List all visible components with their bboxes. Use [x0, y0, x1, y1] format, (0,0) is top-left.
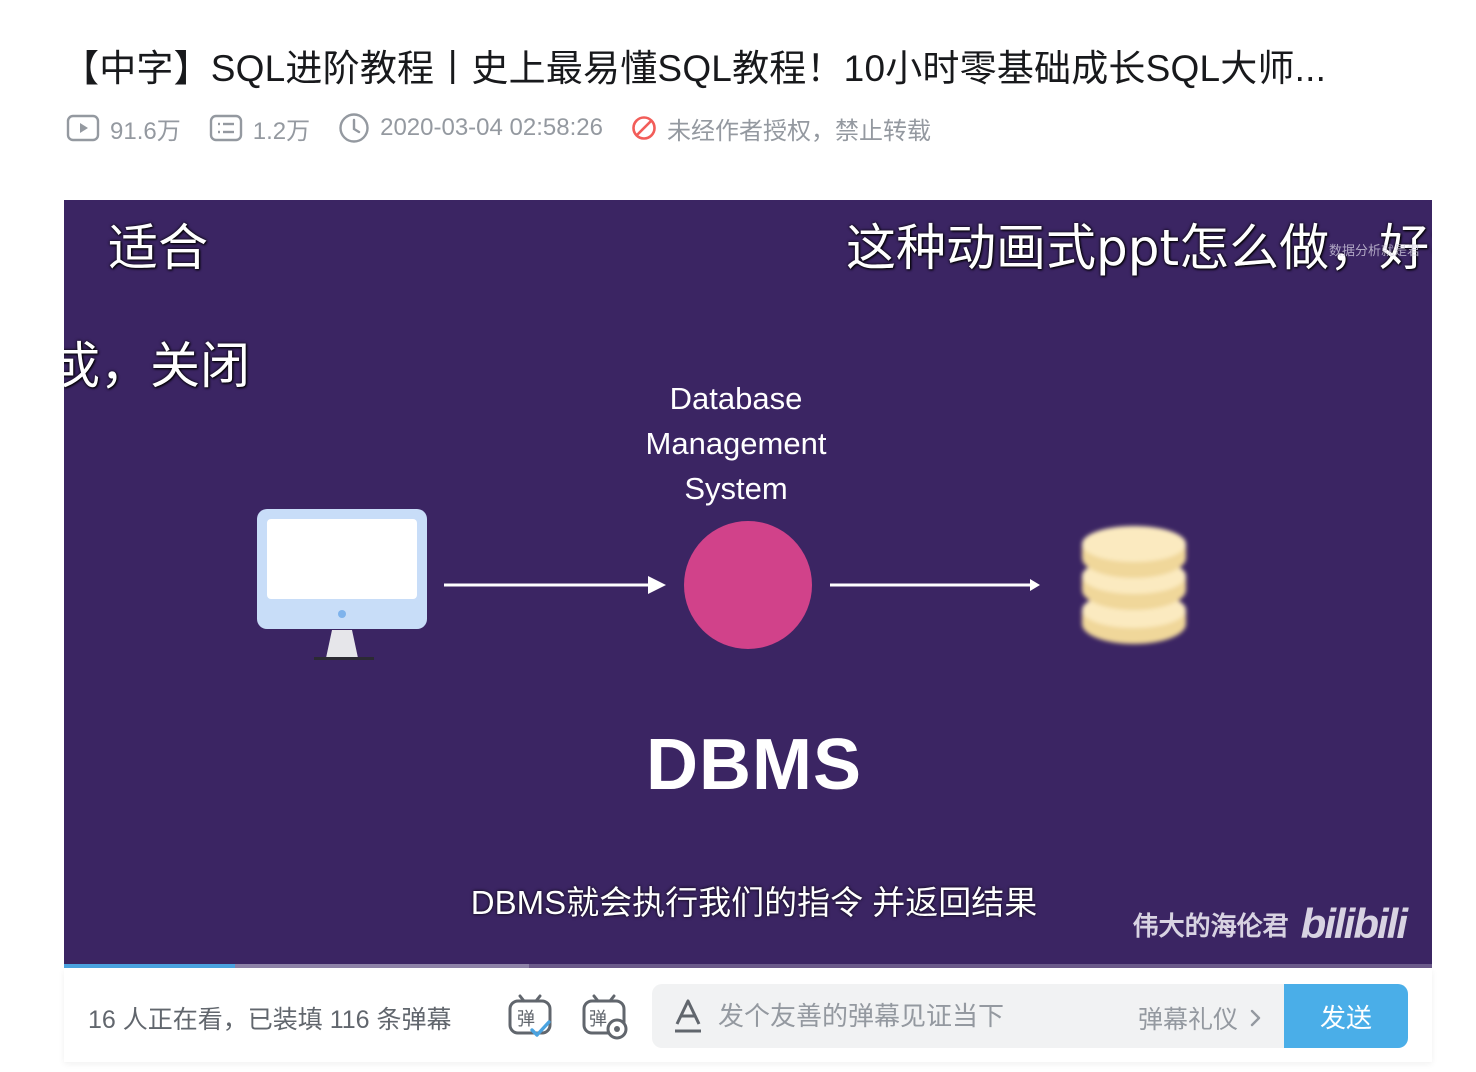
clock-icon: [339, 113, 369, 143]
danmaku-stat: 1.2万: [209, 111, 310, 146]
bilibili-logo: bilibili: [1300, 900, 1408, 947]
arrow-right-icon: [830, 579, 1040, 591]
dbms-heading: DBMS: [646, 725, 862, 805]
send-button[interactable]: 发送: [1284, 984, 1408, 1048]
chevron-right-icon: [1250, 1009, 1261, 1027]
danmaku-comment: 这种动画式ppt怎么做，好扌: [846, 219, 1432, 277]
views-count: 91.6万: [110, 117, 181, 145]
danmaku-count-icon: [209, 114, 242, 142]
computer-monitor-icon: [257, 509, 427, 660]
danmaku-comment: 适合: [108, 219, 208, 277]
video-subtitle: DBMS就会执行我们的指令 并返回结果: [470, 884, 1038, 921]
danmaku-toggle-glyph: 弹: [517, 1009, 535, 1030]
progress-played: [64, 964, 235, 968]
danmaku-comment: 戓，关闭: [64, 337, 250, 395]
watermark-author: 伟大的海伦君: [1132, 910, 1289, 941]
caption-line: System: [684, 471, 788, 506]
etiquette-label: 弹幕礼仪: [1138, 1006, 1239, 1034]
danmaku-settings-button[interactable]: 弹: [580, 992, 628, 1040]
caption-line: Management: [645, 426, 827, 461]
video-player[interactable]: 适合 这种动画式ppt怎么做，好扌 戓，关闭 数据分析就是君 Database …: [64, 200, 1432, 968]
uploader-watermark: 伟大的海伦君 bilibili: [1132, 900, 1408, 948]
publish-time-text: 2020-03-04 02:58:26: [380, 114, 603, 141]
danmaku-settings-glyph: 弹: [589, 1009, 607, 1030]
danmaku-send-bar: 16 人正在看，已装填 116 条弹幕 弹 弹 弹幕礼仪: [64, 968, 1432, 1062]
video-title: 【中字】SQL进阶教程丨史上最易懂SQL教程！10小时零基础成长SQL大师...: [62, 48, 1327, 89]
no-repost-icon: [632, 116, 656, 140]
views-stat: 91.6万: [66, 111, 181, 146]
caption-line: Database: [669, 381, 803, 416]
publish-time: 2020-03-04 02:58:26: [338, 112, 603, 144]
copyright-text: 未经作者授权，禁止转载: [666, 117, 931, 145]
danmaku-input-wrapper: 弹幕礼仪 发送: [652, 984, 1408, 1048]
play-count-icon: [66, 114, 100, 142]
dbms-caption: Database Management System: [584, 376, 888, 511]
watching-status: 16 人正在看，已装填 116 条弹幕: [88, 1006, 452, 1034]
arrow-right-icon: [444, 576, 666, 594]
danmaku-etiquette-link[interactable]: 弹幕礼仪: [1138, 1000, 1266, 1036]
copyright-notice: 未经作者授权，禁止转载: [631, 111, 931, 146]
progress-buffered: [64, 964, 530, 968]
corner-watermark: 数据分析就是君: [1328, 243, 1420, 258]
video-meta: 91.6万 1.2万 2020-03-04 02:58:26 未经作者授权，禁止…: [66, 110, 959, 146]
database-icon: [1082, 526, 1186, 644]
danmaku-count: 1.2万: [252, 117, 311, 145]
danmaku-on-icon: 弹: [508, 994, 552, 1037]
dbms-circle: [684, 521, 812, 649]
danmaku-settings-icon: 弹: [582, 994, 628, 1040]
danmaku-input[interactable]: [718, 984, 1118, 1048]
font-style-icon[interactable]: [672, 998, 704, 1034]
progress-bar[interactable]: [64, 964, 1432, 968]
danmaku-toggle-button[interactable]: 弹: [506, 992, 554, 1040]
